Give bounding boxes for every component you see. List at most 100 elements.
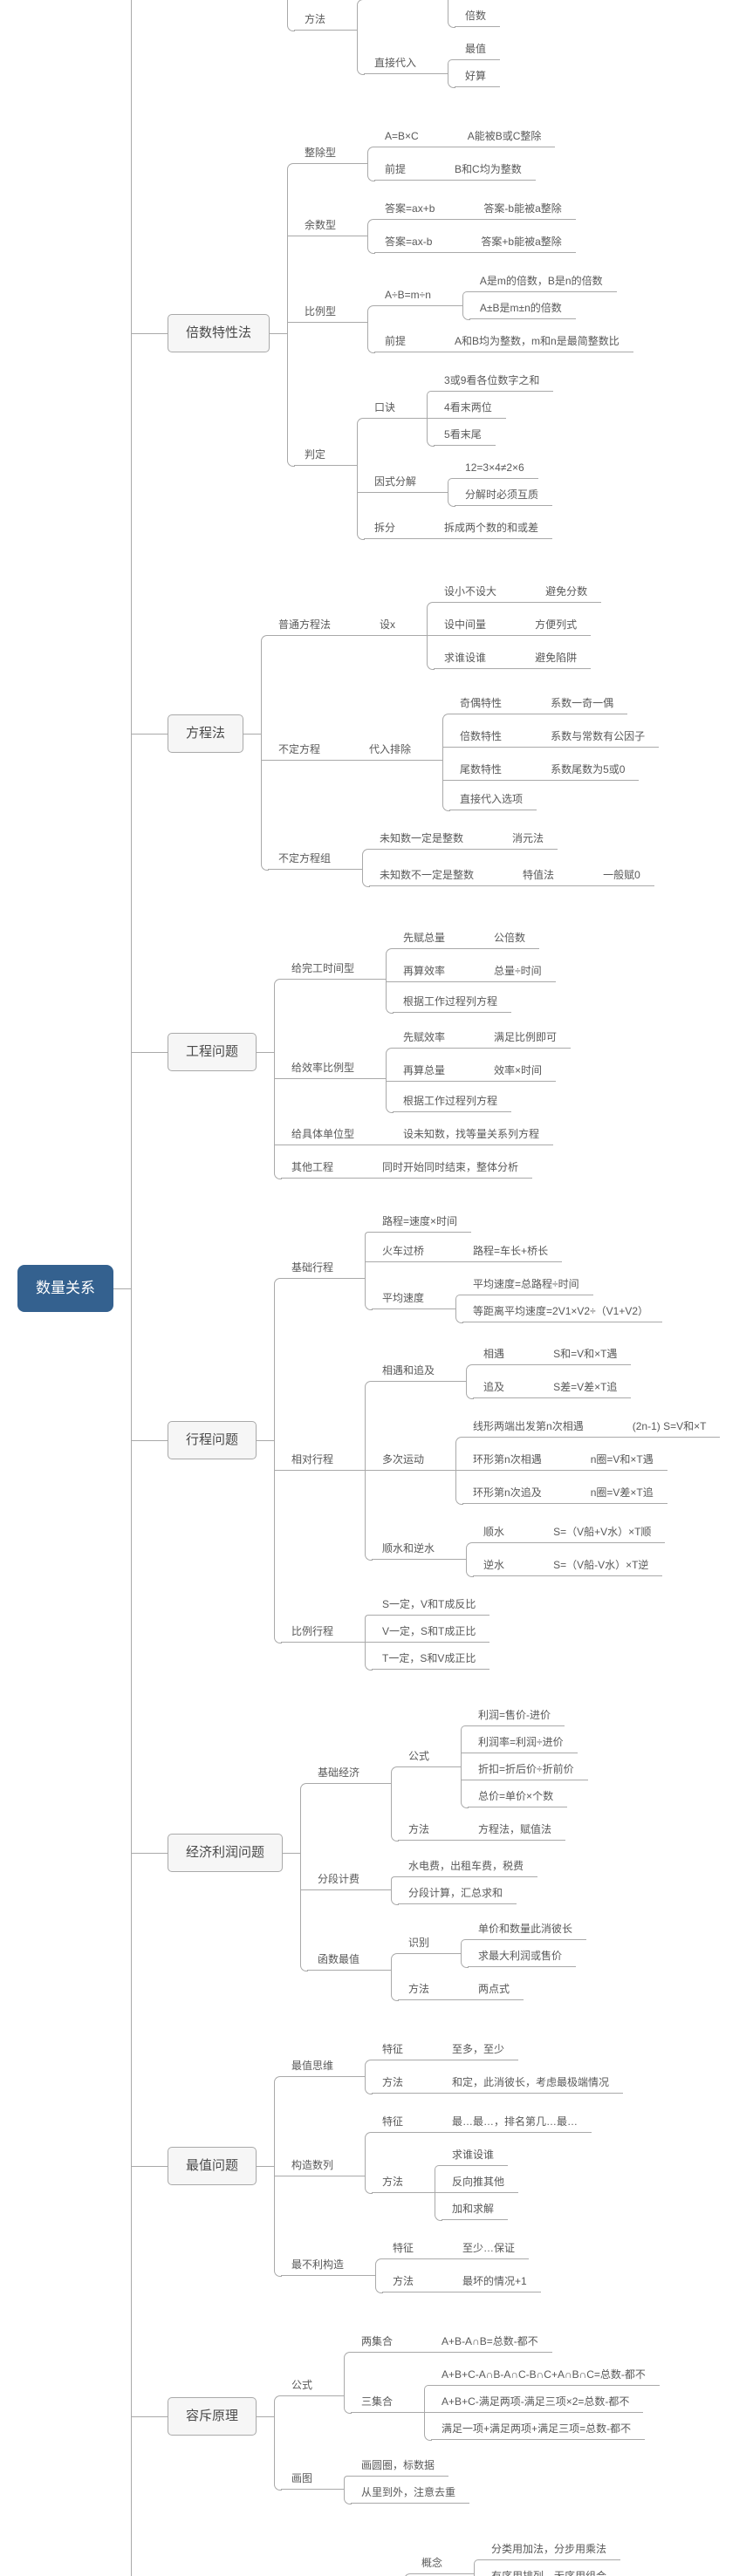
subtopic-label[interactable]: 避免分数 <box>544 582 602 603</box>
subtopic-label[interactable]: T一定，S和V成正比 <box>380 1649 490 1670</box>
branch-topic[interactable]: 容斥原理 <box>168 2396 257 2436</box>
subtopic-label[interactable]: 公式 <box>290 2375 327 2396</box>
subtopic-label[interactable]: 特征 <box>380 2040 418 2060</box>
subtopic-label[interactable]: 给效率比例型 <box>290 1058 369 1079</box>
subtopic-label[interactable]: 求谁设谁 <box>442 648 501 669</box>
subtopic-label[interactable]: 方法 <box>391 2272 428 2292</box>
subtopic-label[interactable]: 先赋总量 <box>401 928 460 949</box>
subtopic-label[interactable]: 未知数不一定是整数 <box>378 865 489 886</box>
subtopic-label[interactable]: 利润=售价-进价 <box>476 1705 565 1726</box>
subtopic-label[interactable]: 基础行程 <box>290 1258 348 1279</box>
subtopic-label[interactable]: 平均速度=总路程÷时间 <box>471 1274 593 1295</box>
subtopic-label[interactable]: S=（V船-V水）×T逆 <box>551 1555 663 1576</box>
subtopic-label[interactable]: V一定，S和T成正比 <box>380 1622 490 1643</box>
subtopic-label[interactable]: 设小不设大 <box>442 582 511 603</box>
subtopic-label[interactable]: 顺水 <box>482 1522 519 1543</box>
subtopic-label[interactable]: 未知数一定是整数 <box>378 829 478 850</box>
subtopic-label[interactable]: 根据工作过程列方程 <box>401 1091 512 1112</box>
subtopic-label[interactable]: 和定，此消彼长，考虑最极端情况 <box>450 2073 624 2094</box>
subtopic-label[interactable]: 最不利构造 <box>290 2255 359 2276</box>
subtopic-label[interactable]: 4看末两位 <box>442 398 506 419</box>
subtopic-label[interactable]: 分段计算，汇总求和 <box>407 1883 517 1904</box>
subtopic-label[interactable]: n圈=V差×T追 <box>588 1483 667 1504</box>
subtopic-label[interactable]: 效率×时间 <box>492 1061 557 1082</box>
subtopic-label[interactable]: 方法 <box>303 10 340 31</box>
subtopic-label[interactable]: (2n-1) S=V和×T <box>630 1417 721 1438</box>
subtopic-label[interactable]: 两集合 <box>359 2332 407 2353</box>
subtopic-label[interactable]: 方便列式 <box>533 615 592 636</box>
subtopic-label[interactable]: 分解时必须互质 <box>463 485 553 506</box>
subtopic-label[interactable]: 给具体单位型 <box>290 1124 369 1145</box>
subtopic-label[interactable]: A+B+C-A∩B-A∩C-B∩C+A∩B∩C=总数-都不 <box>440 2365 660 2386</box>
subtopic-label[interactable]: A和B均为整数，m和n是最简整数比 <box>453 331 633 352</box>
subtopic-label[interactable]: S=（V船+V水）×T顺 <box>551 1522 666 1543</box>
subtopic-label[interactable]: 答案+b能被a整除 <box>479 232 576 253</box>
subtopic-label[interactable]: A是m的倍数，B是n的倍数 <box>477 271 617 292</box>
subtopic-label[interactable]: 两点式 <box>476 1979 524 2000</box>
subtopic-label[interactable]: 比例型 <box>303 302 351 323</box>
subtopic-label[interactable]: 多次运动 <box>380 1450 439 1471</box>
subtopic-label[interactable]: 最坏的情况+1 <box>461 2272 541 2292</box>
subtopic-label[interactable]: 基础经济 <box>316 1763 374 1784</box>
branch-topic[interactable]: 工程问题 <box>168 1032 257 1071</box>
subtopic-label[interactable]: 等距离平均速度=2V1×V2÷（V1+V2） <box>471 1302 663 1322</box>
subtopic-label[interactable]: A+B-A∩B=总数-都不 <box>440 2332 552 2353</box>
subtopic-label[interactable]: A±B是m±n的倍数 <box>477 298 576 319</box>
subtopic-label[interactable]: 至少…保证 <box>461 2238 530 2259</box>
subtopic-label[interactable]: 答案=ax+b <box>383 199 449 220</box>
subtopic-label[interactable]: 同时开始同时结束，整体分析 <box>380 1158 533 1179</box>
subtopic-label[interactable]: 水电费，出租车费，税费 <box>407 1856 538 1877</box>
subtopic-label[interactable]: 前提 <box>383 331 421 352</box>
subtopic-label[interactable]: 拆成两个数的和或差 <box>442 518 553 539</box>
subtopic-label[interactable]: 再算效率 <box>401 961 460 982</box>
subtopic-label[interactable]: 给完工时间型 <box>290 959 369 980</box>
subtopic-label[interactable]: S和=V和×T遇 <box>551 1344 632 1365</box>
subtopic-label[interactable]: 函数最值 <box>316 1950 374 1971</box>
subtopic-label[interactable]: 满足比例即可 <box>492 1028 572 1049</box>
subtopic-label[interactable]: 火车过桥 <box>380 1241 439 1262</box>
subtopic-label[interactable]: 公式 <box>407 1746 444 1767</box>
subtopic-label[interactable]: 总量÷时间 <box>492 961 556 982</box>
subtopic-label[interactable]: 比例行程 <box>290 1622 348 1643</box>
subtopic-label[interactable]: 从里到外，注意去重 <box>359 2483 470 2504</box>
subtopic-label[interactable]: 消元法 <box>510 829 558 850</box>
subtopic-label[interactable]: 顺水和逆水 <box>380 1539 449 1560</box>
subtopic-label[interactable]: 整除型 <box>303 143 351 164</box>
subtopic-label[interactable]: 分段计费 <box>316 1869 374 1890</box>
subtopic-label[interactable]: 识别 <box>407 1933 444 1954</box>
subtopic-label[interactable]: 口诀 <box>373 398 410 419</box>
subtopic-label[interactable]: 其他工程 <box>290 1158 348 1179</box>
subtopic-label[interactable]: A能被B或C整除 <box>465 126 556 147</box>
subtopic-label[interactable]: 环形第n次相遇 <box>471 1450 556 1471</box>
subtopic-label[interactable]: 倍数特性 <box>458 727 517 748</box>
subtopic-label[interactable]: B和C均为整数 <box>453 160 536 181</box>
branch-topic[interactable]: 倍数特性法 <box>168 313 270 352</box>
subtopic-label[interactable]: 设中间量 <box>442 615 501 636</box>
subtopic-label[interactable]: 12=3×4≠2×6 <box>463 458 538 479</box>
subtopic-label[interactable]: 普通方程法 <box>277 615 346 636</box>
subtopic-label[interactable]: 根据工作过程列方程 <box>401 992 512 1013</box>
subtopic-label[interactable]: 概念 <box>420 2553 457 2574</box>
subtopic-label[interactable]: 至多，至少 <box>450 2040 519 2060</box>
subtopic-label[interactable]: 答案-b能被a整除 <box>482 199 576 220</box>
subtopic-label[interactable]: 奇偶特性 <box>458 694 517 714</box>
subtopic-label[interactable]: 特征 <box>391 2238 428 2259</box>
subtopic-label[interactable]: 5看末尾 <box>442 425 496 446</box>
subtopic-label[interactable]: 相遇 <box>482 1344 519 1365</box>
subtopic-label[interactable]: 平均速度 <box>380 1288 439 1309</box>
subtopic-label[interactable]: 单价和数量此消彼长 <box>476 1919 587 1940</box>
subtopic-label[interactable]: 满足一项+满足两项+满足三项=总数-都不 <box>440 2419 646 2440</box>
subtopic-label[interactable]: 一般赋0 <box>601 865 654 886</box>
subtopic-label[interactable]: S差=V差×T追 <box>551 1377 632 1398</box>
subtopic-label[interactable]: 三集合 <box>359 2392 407 2413</box>
subtopic-label[interactable]: 系数与常数有公因子 <box>549 727 660 748</box>
subtopic-label[interactable]: S一定，V和T成反比 <box>380 1595 490 1616</box>
subtopic-label[interactable]: 最值 <box>463 39 501 60</box>
subtopic-label[interactable]: 最值思维 <box>290 2056 348 2077</box>
subtopic-label[interactable]: 画图 <box>290 2469 327 2490</box>
subtopic-label[interactable]: 折扣=折后价÷折前价 <box>476 1759 588 1780</box>
subtopic-label[interactable]: 路程=车长+桥长 <box>471 1241 563 1262</box>
subtopic-label[interactable]: 3或9看各位数字之和 <box>442 371 554 392</box>
subtopic-label[interactable]: 环形第n次追及 <box>471 1483 556 1504</box>
subtopic-label[interactable]: 直接代入 <box>373 53 431 74</box>
